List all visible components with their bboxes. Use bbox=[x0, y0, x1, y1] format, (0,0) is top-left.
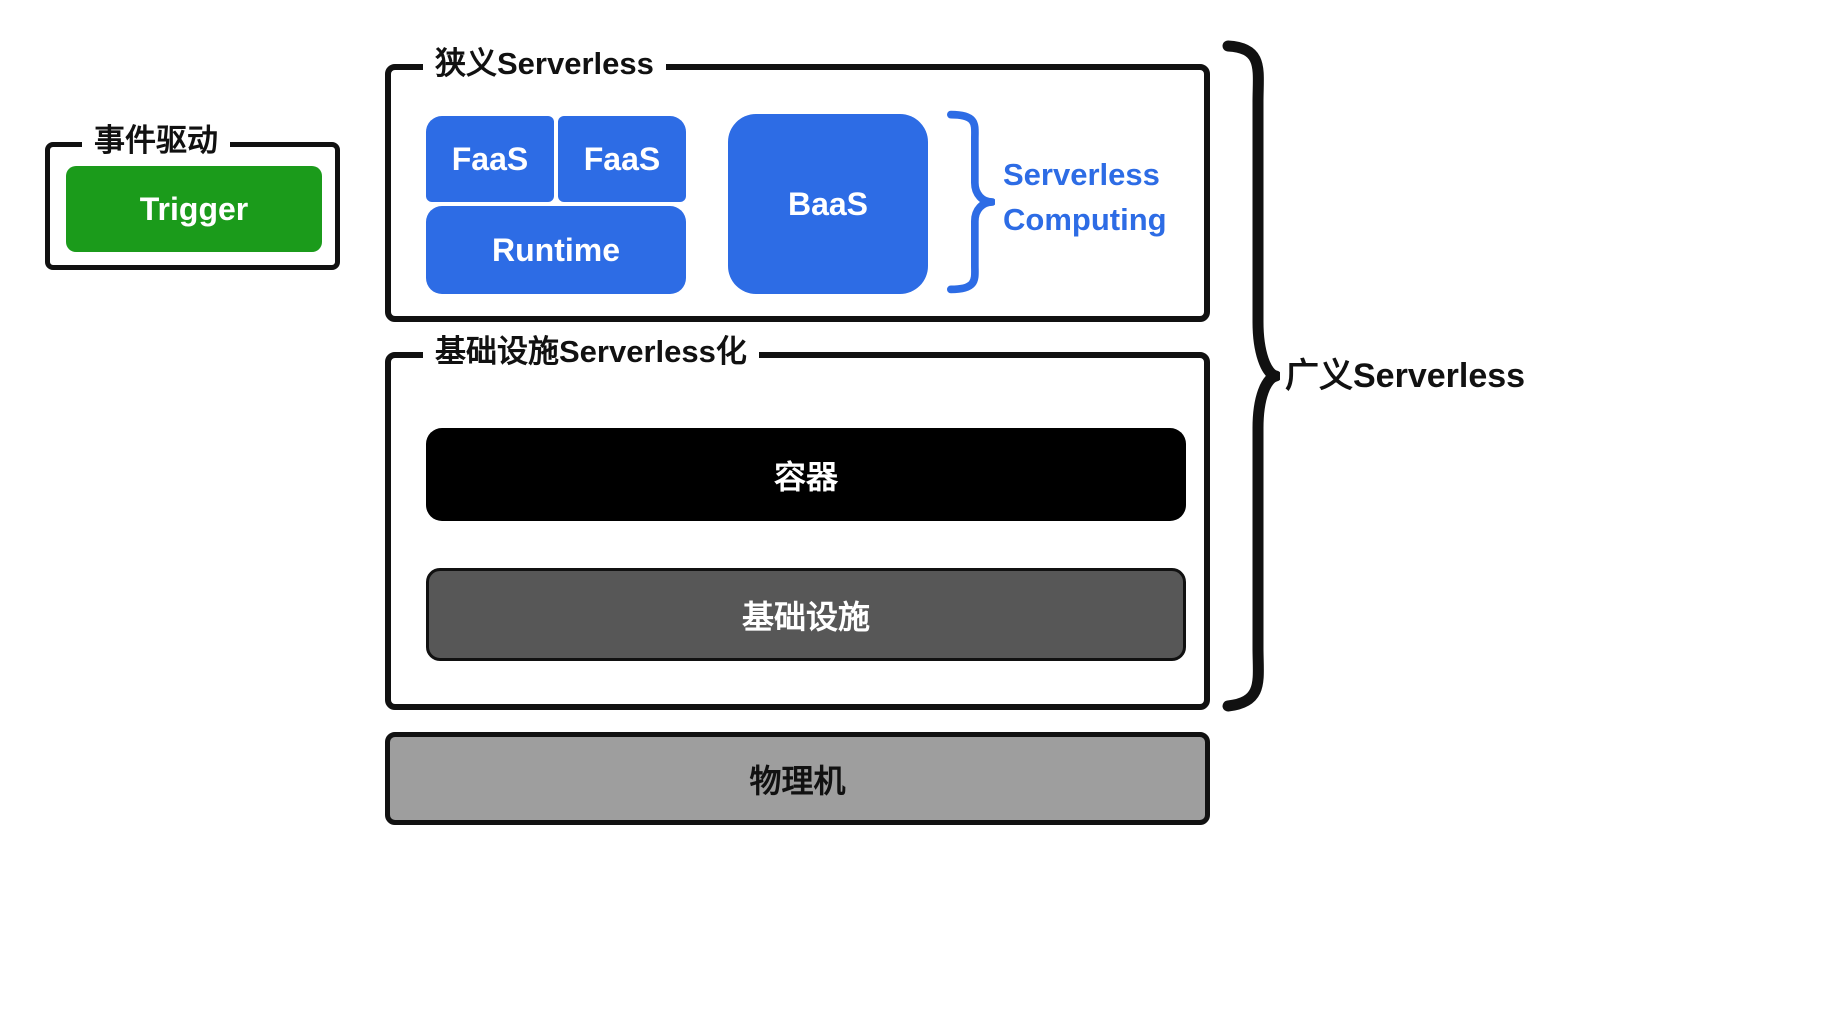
physical-machine-bar: 物理机 bbox=[385, 732, 1210, 825]
narrow-serverless-box: 狭义Serverless FaaS FaaS Runtime BaaS Serv… bbox=[385, 46, 1210, 322]
narrow-serverless-label: 狭义Serverless bbox=[423, 46, 666, 82]
trigger-block: Trigger bbox=[66, 166, 322, 252]
container-bar: 容器 bbox=[426, 428, 1186, 521]
infrastructure-bar: 基础设施 bbox=[426, 568, 1186, 661]
serverless-computing-brace-icon bbox=[947, 110, 995, 294]
infra-serverless-label: 基础设施Serverless化 bbox=[423, 334, 759, 370]
serverless-computing-label: Serverless Computing bbox=[1003, 157, 1167, 237]
infra-serverless-box: 基础设施Serverless化 容器 基础设施 bbox=[385, 334, 1210, 710]
faas-block-right: FaaS bbox=[558, 116, 686, 202]
faas-block-left: FaaS bbox=[426, 116, 554, 202]
event-driven-label: 事件驱动 bbox=[82, 123, 230, 159]
event-driven-box: 事件驱动 Trigger bbox=[45, 123, 340, 270]
broad-serverless-label: 广义Serverless bbox=[1285, 357, 1526, 395]
runtime-block: Runtime bbox=[426, 206, 686, 294]
broad-serverless-brace-icon bbox=[1222, 40, 1280, 712]
baas-block: BaaS bbox=[728, 114, 928, 294]
